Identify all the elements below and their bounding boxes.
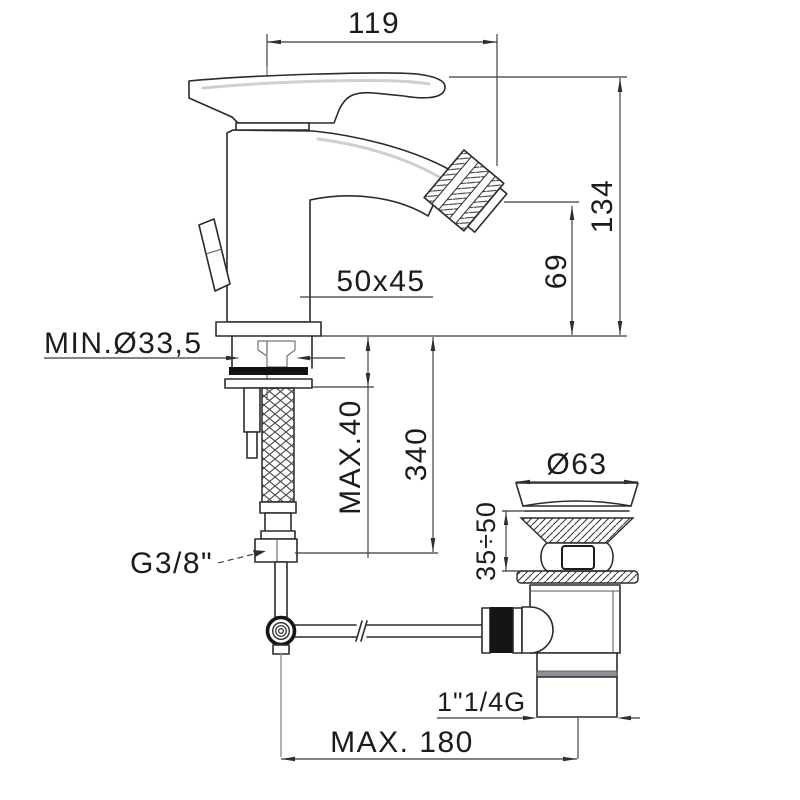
waste-cap-dome xyxy=(522,500,632,507)
shank-detail xyxy=(257,340,296,368)
waste-slot xyxy=(561,545,595,570)
dimension-spout-height: 69 xyxy=(504,201,579,335)
label-total-height: 134 xyxy=(586,179,619,234)
base-flange xyxy=(215,321,322,337)
dimension-rod-reach: MAX. 180 xyxy=(281,726,577,762)
ball-joint-ring xyxy=(272,622,291,641)
waste-cone xyxy=(519,517,635,544)
label-max-deck: MAX.40 xyxy=(334,399,367,515)
rod-collar xyxy=(481,607,491,654)
linkage-rod-left xyxy=(294,624,357,638)
coupling-ring xyxy=(512,607,523,654)
spout-highlight xyxy=(316,137,441,179)
label-spout-reach: 119 xyxy=(348,7,400,40)
label-waste-cap: Ø63 xyxy=(546,448,607,481)
aerator xyxy=(423,149,508,233)
waste-gray-band xyxy=(536,670,618,678)
dimension-hose-length: 340 xyxy=(295,337,438,554)
label-inlet-thread: G3/8" xyxy=(130,547,213,580)
ball-joint-tab xyxy=(272,644,290,655)
hose-fitting xyxy=(264,512,292,534)
dimensions: 119 134 69 50x45 MIN.Ø33,5 xyxy=(44,7,640,762)
hose-collar xyxy=(259,501,297,514)
braided-hose xyxy=(261,387,295,503)
label-rod-reach: MAX. 180 xyxy=(330,726,474,759)
g38-nut xyxy=(254,538,298,563)
ball-joint-ring2 xyxy=(275,625,287,637)
label-waste-deck-range: 35÷50 xyxy=(471,501,501,581)
dimension-base-size: 50x45 xyxy=(300,265,433,298)
nut-flange xyxy=(260,530,296,540)
waste-disc xyxy=(516,570,639,584)
dimension-total-height: 134 xyxy=(321,76,627,337)
dimension-min-hole: MIN.Ø33,5 xyxy=(44,327,345,361)
rod-break-marks xyxy=(355,620,368,642)
handle-base xyxy=(235,122,310,131)
coupling-nut xyxy=(490,607,513,653)
dimension-spout-reach: 119 xyxy=(267,7,498,166)
waste-tailpiece xyxy=(536,676,618,718)
pull-rod-upper xyxy=(274,561,288,618)
faucet-body xyxy=(188,34,508,757)
handle-alt-line xyxy=(205,248,223,255)
label-waste-thread: 1"1/4G xyxy=(437,687,526,717)
dimension-waste-thread: 1"1/4G xyxy=(437,687,640,759)
pop-up-waste xyxy=(481,482,639,718)
label-base-size: 50x45 xyxy=(336,265,425,298)
dimension-waste-cap: Ø63 xyxy=(516,448,638,485)
waste-cap xyxy=(515,482,639,507)
shank-housing xyxy=(231,335,313,369)
base-gasket xyxy=(229,367,308,375)
coupling-dome xyxy=(521,606,554,654)
mounting-stud xyxy=(243,387,261,433)
callout-inlet-thread: G3/8" xyxy=(130,547,266,580)
mounting-stud-tip xyxy=(246,431,258,459)
dimension-waste-deck-range: 35÷50 xyxy=(471,501,528,581)
handle-alt-position xyxy=(198,218,231,292)
linkage-rod-right xyxy=(366,624,483,638)
mounting-washer xyxy=(224,378,313,389)
ball-joint-center xyxy=(278,627,285,634)
dimension-max-deck: MAX.40 xyxy=(311,337,374,558)
label-spout-height: 69 xyxy=(540,253,573,289)
label-hose-length: 340 xyxy=(400,427,433,482)
handle-highlight xyxy=(201,79,431,90)
label-min-hole: MIN.Ø33,5 xyxy=(44,327,203,360)
ball-joint xyxy=(265,615,297,647)
